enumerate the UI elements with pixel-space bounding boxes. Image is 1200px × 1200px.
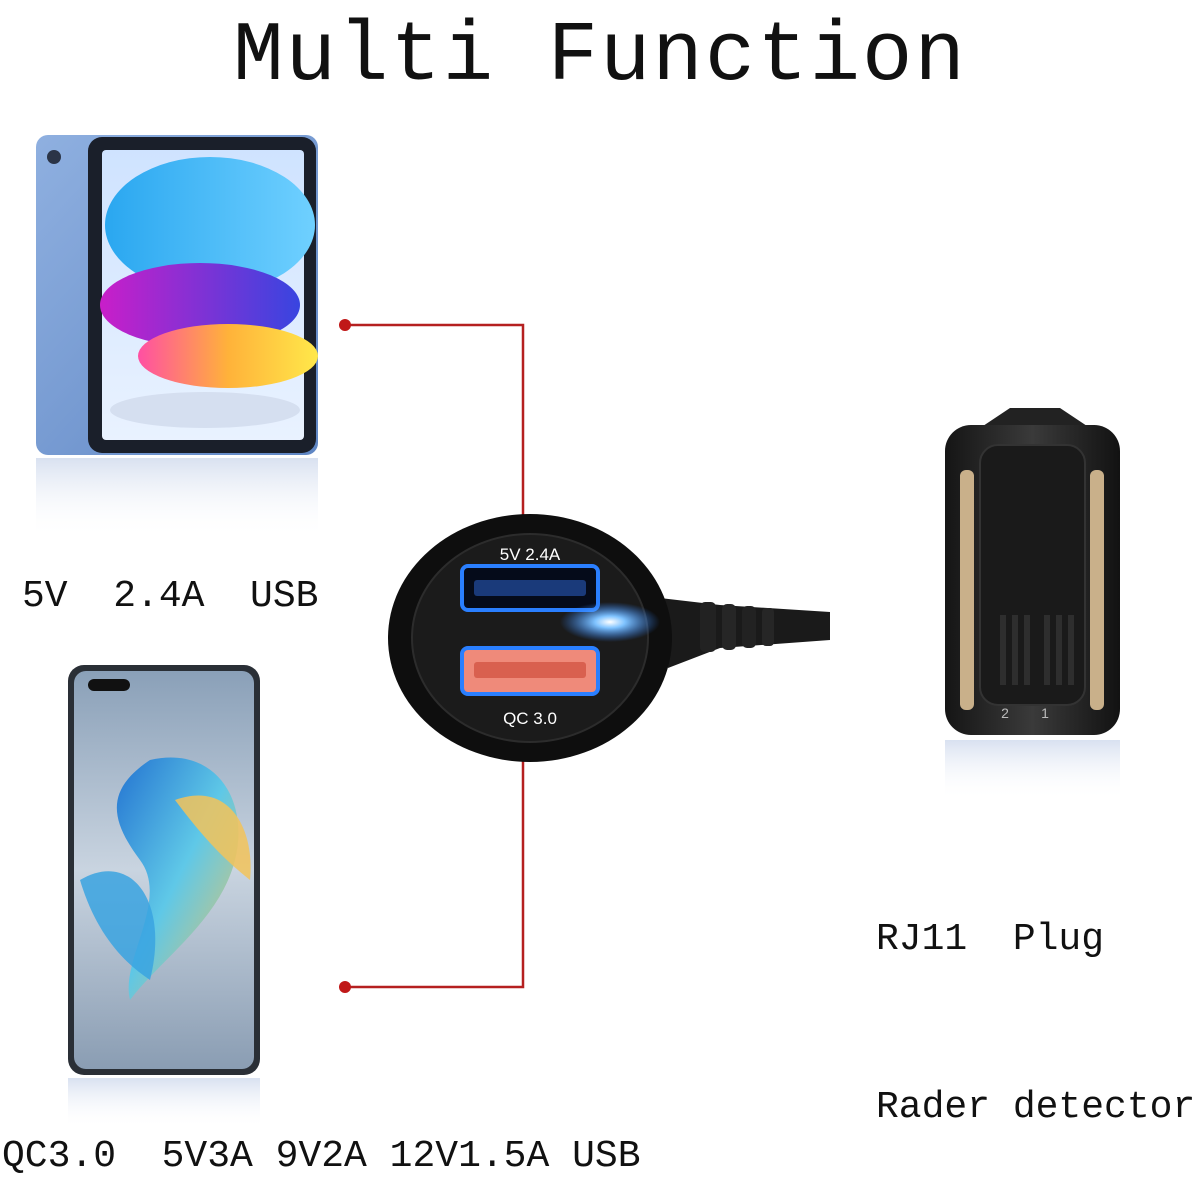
radar-caption-line1: RJ11 Plug: [876, 918, 1105, 961]
radar-mark-2: 2: [1001, 705, 1009, 721]
connector-dot-bottom: [339, 981, 351, 993]
usb-charger-image: [388, 514, 830, 762]
charger-label-qc: QC 3.0: [503, 709, 557, 728]
connector-lines: [345, 323, 525, 989]
phone-image: [68, 665, 260, 1128]
radar-detector-image: [945, 408, 1120, 800]
phone-caption: QC3.0 5V3A 9V2A 12V1.5A USB: [2, 1135, 641, 1178]
connector-dot-top: [339, 319, 351, 331]
tablet-image: [36, 135, 318, 538]
radar-mark-1: 1: [1041, 705, 1049, 721]
page-title: Multi Function: [233, 10, 967, 105]
tablet-caption: 5V 2.4A USB: [22, 575, 319, 618]
radar-caption-line2: Rader detector: [876, 1086, 1196, 1129]
radar-caption: RJ11 Plug Rader detector: [876, 800, 1195, 1192]
charger-label-5v: 5V 2.4A: [500, 545, 561, 564]
